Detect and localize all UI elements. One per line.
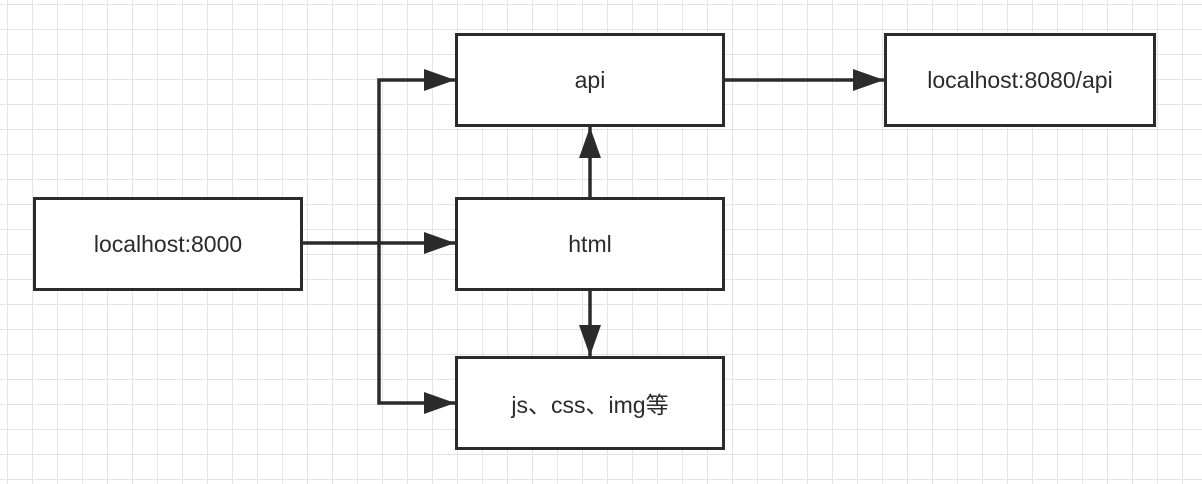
node-label: localhost:8000 <box>93 230 243 257</box>
node-static-assets[interactable]: js、css、img等 <box>455 356 725 450</box>
node-localhost-8000[interactable]: localhost:8000 <box>33 197 303 291</box>
node-label: localhost:8080/api <box>927 66 1113 93</box>
node-html[interactable]: html <box>455 197 725 291</box>
node-localhost-8080-api[interactable]: localhost:8080/api <box>884 33 1156 127</box>
node-label: html <box>568 230 612 257</box>
node-api[interactable]: api <box>455 33 725 127</box>
edge-8000-to-static <box>377 243 455 414</box>
node-label: api <box>574 66 606 93</box>
edge-8000-to-api <box>377 69 455 243</box>
node-label: js、css、img等 <box>511 392 669 418</box>
